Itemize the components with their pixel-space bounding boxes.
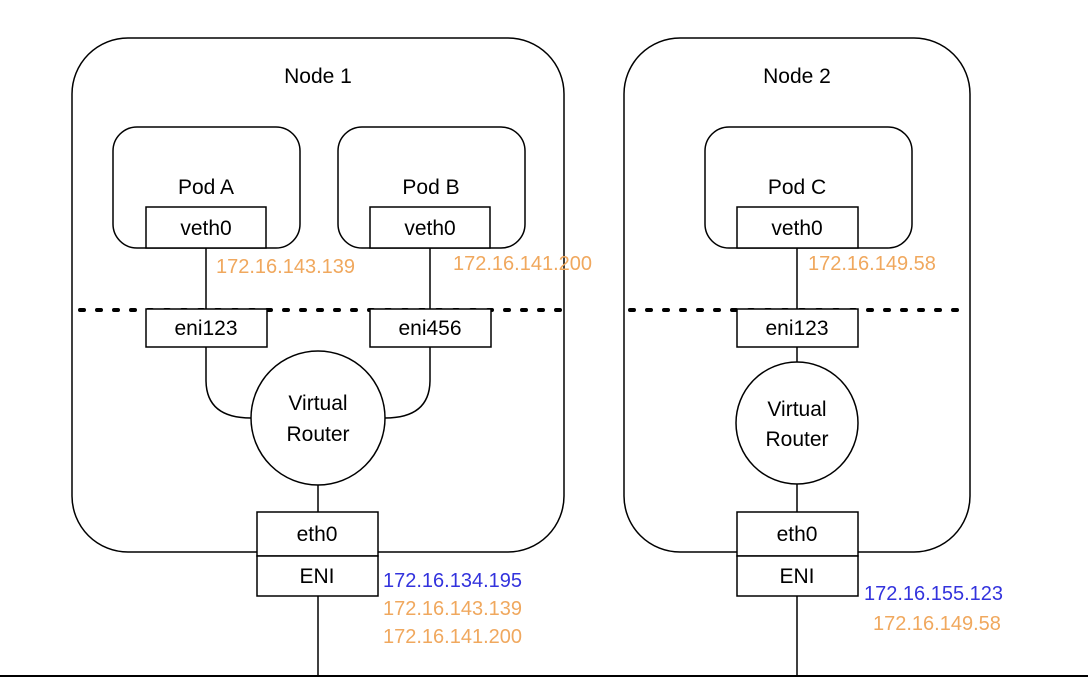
eni-a-router-link <box>205 347 252 419</box>
node-2-router-label-line1: Virtual <box>767 398 826 421</box>
node-2-router-label-line2: Router <box>765 428 828 451</box>
node-1-eni-label: ENI <box>299 565 334 588</box>
node-1-router-label-line1: Virtual <box>288 392 347 415</box>
pod-b-veth-label: veth0 <box>404 217 455 240</box>
node-1: Node 1 Pod A veth0 Pod B veth0 172.16.14… <box>71 37 592 676</box>
eni-a-label: eni123 <box>174 317 237 340</box>
pod-b-title: Pod B <box>402 176 459 199</box>
node-2-secondary-ip-1: 172.16.149.58 <box>873 613 1001 635</box>
pod-b-ip: 172.16.141.200 <box>453 253 592 275</box>
pod-a-veth-label: veth0 <box>180 217 231 240</box>
node-2-title: Node 2 <box>763 65 831 88</box>
pod-b-veth-box <box>369 206 491 249</box>
node-1-virtual-router <box>250 350 386 486</box>
pod-c-veth-label: veth0 <box>771 217 822 240</box>
eni-c-box <box>736 308 859 348</box>
node-1-router-label-line2: Router <box>286 423 349 446</box>
pod-c-ip: 172.16.149.58 <box>808 253 936 275</box>
node-1-eni-box <box>256 555 379 597</box>
node-2: Node 2 Pod C veth0 172.16.149.58 eni123 … <box>623 37 1003 676</box>
node-1-secondary-ip-1: 172.16.143.139 <box>383 598 522 620</box>
node-2-primary-ip: 172.16.155.123 <box>864 583 1003 605</box>
eni-b-label: eni456 <box>398 317 461 340</box>
node-1-title: Node 1 <box>284 65 352 88</box>
pod-c-title: Pod C <box>768 176 826 199</box>
node-1-secondary-ip-2: 172.16.141.200 <box>383 626 522 648</box>
eni-b-router-link <box>384 347 431 419</box>
node-2-eni-label: ENI <box>779 565 814 588</box>
node-2-eth0-label: eth0 <box>777 523 818 546</box>
node-1-eth0-label: eth0 <box>297 523 338 546</box>
node-1-primary-ip: 172.16.134.195 <box>383 570 522 592</box>
pod-a-ip: 172.16.143.139 <box>216 256 355 278</box>
node-2-virtual-router <box>735 361 859 485</box>
eni-c-label: eni123 <box>765 317 828 340</box>
node-2-eth0-box <box>736 511 859 557</box>
pod-a-title: Pod A <box>178 176 234 199</box>
node-2-eni-box <box>736 555 859 597</box>
